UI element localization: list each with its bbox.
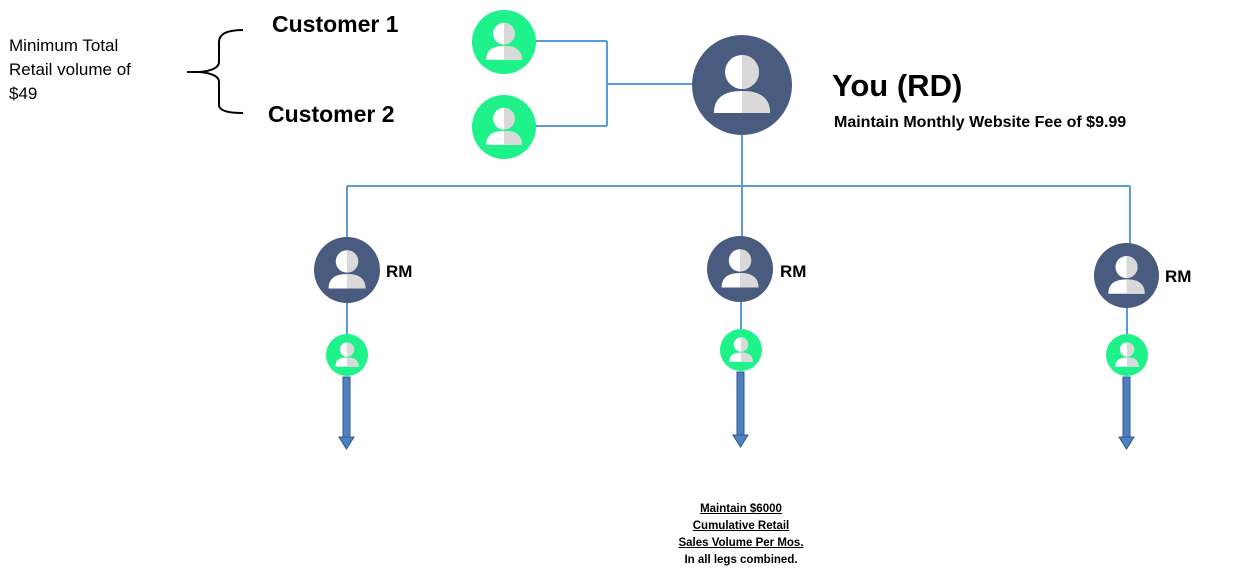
person-icon	[472, 10, 536, 74]
person-icon	[326, 334, 368, 376]
note-line: $49	[9, 84, 38, 103]
customer-2-avatar	[472, 95, 536, 159]
person-icon	[314, 237, 380, 303]
sub-member-avatar-1	[326, 334, 368, 376]
down-arrow-icon	[732, 371, 749, 448]
you-title: You (RD)	[832, 68, 963, 103]
rm-label-1: RM	[386, 262, 413, 281]
customer-1-label: Customer 1	[272, 11, 399, 37]
person-icon	[1106, 334, 1148, 376]
person-icon	[1094, 243, 1159, 308]
down-arrow-icon	[1118, 376, 1135, 450]
person-icon	[707, 236, 773, 302]
customer-2-label: Customer 2	[268, 101, 395, 127]
rm-avatar-1	[314, 237, 380, 303]
left-brace-icon	[199, 29, 244, 114]
requirement-line: Maintain $6000	[700, 503, 782, 515]
requirement-line: Cumulative Retail	[692, 520, 790, 532]
person-icon	[472, 95, 536, 159]
note-line: Retail volume of	[9, 60, 131, 79]
you-avatar	[692, 35, 792, 135]
rm-label-3: RM	[1165, 267, 1192, 286]
requirement-line: Sales Volume Per Mos.	[678, 537, 804, 549]
sub-member-avatar-2	[720, 329, 762, 371]
down-arrow-icon	[338, 376, 355, 450]
requirement-line: In all legs combined.	[684, 554, 798, 566]
person-icon	[692, 35, 792, 135]
note-line: Minimum Total	[9, 36, 119, 55]
rm-avatar-3	[1094, 243, 1159, 308]
customer-1-avatar	[472, 10, 536, 74]
rm-avatar-2	[707, 236, 773, 302]
rm-label-2: RM	[780, 262, 807, 281]
you-subtitle: Maintain Monthly Website Fee of $9.99	[834, 114, 1127, 131]
sales-volume-requirement: Maintain $6000 Cumulative Retail Sales V…	[656, 501, 826, 569]
sub-member-avatar-3	[1106, 334, 1148, 376]
person-icon	[720, 329, 762, 371]
minimum-volume-note: Minimum Total Retail volume of $49	[9, 34, 131, 106]
